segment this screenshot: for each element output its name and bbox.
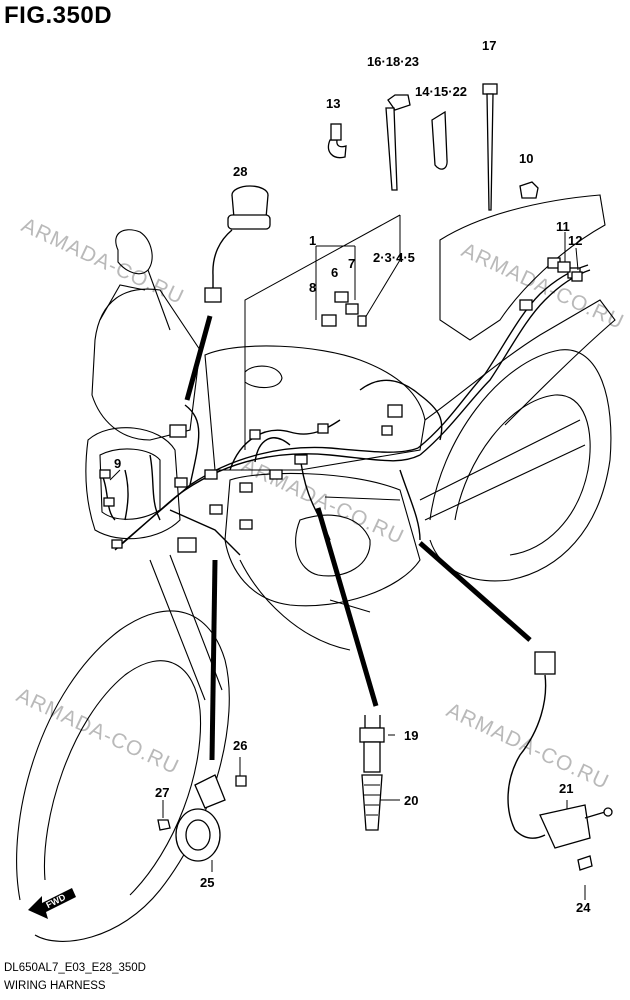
callout-24: 24 [576,900,591,915]
part-19-20-sensor [359,715,385,831]
watermark-right-bottom: ARMADA-CO.RU [443,699,613,794]
watermark-top: ARMADA-CO.RU [18,214,188,309]
callout-26: 26 [233,738,247,753]
callout-7: 7 [348,256,355,271]
part-8-relay [321,314,337,327]
callout-17: 17 [482,38,496,53]
callout-9: 9 [114,456,121,471]
callout-6: 6 [331,265,338,280]
callout-28: 28 [233,164,247,179]
part-28-socket [204,185,271,303]
part-6-relay-small [334,291,349,303]
callout-14-15-22: 14·15·22 [415,84,467,99]
figure-name: WIRING HARNESS [4,980,106,992]
part-13-clamp [327,123,347,159]
leader-arrows [184,315,532,761]
part-21-switch [507,651,613,871]
callout-25: 25 [200,875,214,890]
motorcycle-outline [16,194,616,942]
part-25-horn [157,774,247,862]
callout-10: 10 [519,151,533,166]
part-11-12-connector [557,261,583,282]
callout-8: 8 [309,280,316,295]
model-code: DL650AL7_E03_E28_350D [4,962,146,974]
part-9-sub-harness [124,469,129,521]
watermark-right: ARMADA-CO.RU [458,239,628,334]
part-2-fuse [357,315,367,327]
callout-20: 20 [404,793,418,808]
callout-27: 27 [155,785,169,800]
part-7-fuse [345,303,359,315]
callout-11: 11 [556,219,570,234]
callout-13: 13 [326,96,340,111]
leader-lines [109,214,586,900]
watermark-center: ARMADA-CO.RU [238,454,408,549]
figure-title: FIG.350D [4,2,113,29]
watermark-left-bottom: ARMADA-CO.RU [13,684,183,779]
part-16-clamp-band [385,94,411,191]
callout-12: 12 [568,233,582,248]
callout-16-18-23: 16·18·23 [367,54,419,69]
part-17-cable-tie [482,83,498,211]
callout-19: 19 [404,728,418,743]
callouts: 1 6 7 8 2·3·4·5 9 10 11 12 13 14·15·22 1… [114,38,591,915]
fwd-marker: FWD [28,888,76,919]
callout-2-3-4-5: 2·3·4·5 [373,250,415,265]
part-14-clamp [431,110,448,170]
part-10-cap [519,181,539,199]
callout-21: 21 [559,781,573,796]
callout-1: 1 [309,233,316,248]
